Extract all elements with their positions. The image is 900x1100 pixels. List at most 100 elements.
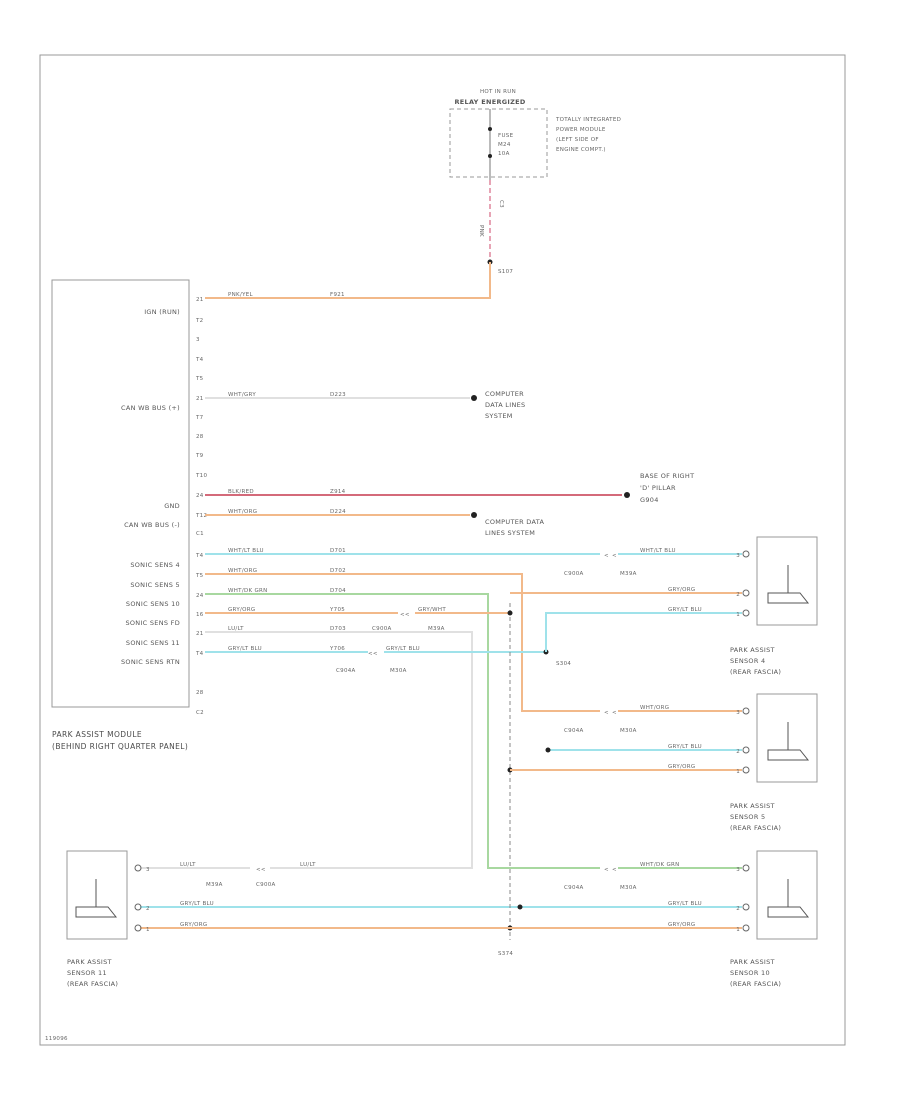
sensor-5-pin-3-label: 3 (736, 710, 740, 716)
sfd-circuit: Y705 (329, 607, 345, 613)
pin-8: 28 (196, 434, 204, 440)
sensor-4-pin-3-label: 3 (736, 553, 740, 559)
sensor-5-pin-3 (742, 707, 750, 715)
pin-19: 28 (196, 690, 204, 696)
tipm-label-3: (LEFT SIDE OF (556, 137, 599, 143)
pin-18: T4 (195, 651, 204, 657)
sensor-5-label-1: PARK ASSIST (730, 802, 775, 810)
s11-color-code: LU/LT (228, 626, 244, 632)
sensor-5-pin-2 (742, 746, 750, 754)
s5-wire-a (205, 573, 600, 712)
sensor-4-label-3: (REAR FASCIA) (730, 668, 781, 676)
splice-s304: S304 (556, 661, 571, 667)
sensor-11-pin-1-label: 1 (146, 927, 150, 933)
sensor-10-label-2: SENSOR 10 (730, 969, 770, 977)
ign-color-code: PNK/YEL (228, 292, 254, 298)
pin-14: T5 (195, 573, 204, 579)
sensor-11-label-3: (REAR FASCIA) (67, 980, 118, 988)
sensor-4-pin-2-label: 2 (736, 592, 740, 598)
gry-org-bottom-label-1: GRY/ORG (180, 922, 207, 928)
can-plus-dest-1: COMPUTER (485, 390, 524, 398)
sensor-10-pin-2 (742, 903, 750, 911)
s10-connector-glyph-2: < (612, 867, 617, 873)
power-connector: C3 (498, 200, 504, 208)
sensor-11-label-2: SENSOR 11 (67, 969, 107, 977)
sensor-10-label-3: (REAR FASCIA) (730, 980, 781, 988)
label-sonic-4: SONIC SENS 4 (130, 561, 180, 569)
sensor-4-symbol (767, 565, 810, 604)
pin-2: T2 (195, 318, 203, 324)
gry-org-s5-label: GRY/ORG (668, 764, 695, 770)
sensor-4-label-2: SENSOR 4 (730, 657, 765, 665)
s11-circuit: D703 (330, 626, 346, 632)
can-plus-dest-2: DATA LINES (485, 401, 525, 409)
s4-wire-label: WHT/LT BLU (640, 548, 676, 554)
s10-connector-glyph: < (604, 867, 609, 873)
module-location: (BEHIND RIGHT QUARTER PANEL) (52, 742, 188, 751)
sensor-11-box (66, 850, 128, 940)
module-name: PARK ASSIST MODULE (52, 730, 142, 739)
power-header-2: RELAY ENERGIZED (454, 98, 525, 106)
tipm-box (449, 108, 548, 178)
s11-wire-a (205, 631, 473, 869)
rtn-circuit: Y706 (329, 646, 345, 652)
conn-m30a-b: M30A (620, 885, 637, 891)
sensor-5-pin-1 (742, 766, 750, 774)
pin-17: 21 (196, 631, 204, 637)
s10-circuit: D704 (330, 588, 346, 594)
sensor-10-box (756, 850, 818, 940)
sensor-11-symbol (75, 879, 118, 918)
label-sonic-10: SONIC SENS 10 (126, 600, 180, 608)
can-minus-arrow (471, 512, 477, 518)
sensor-4: 3 2 1 PARK ASSIST SENSOR 4 (REAR FASCIA) (730, 536, 818, 676)
sensor-10: 3 2 1 PARK ASSIST SENSOR 10 (REAR FASCIA… (730, 850, 818, 988)
fuse-id: M24 (498, 142, 511, 148)
label-can-minus: CAN WB BUS (-) (124, 521, 180, 529)
conn-m30a-rtn: M30A (390, 668, 407, 674)
sensor-4-label-1: PARK ASSIST (730, 646, 775, 654)
s10-color-code: WHT/DK GRN (228, 588, 268, 594)
s4-connector-glyph: < (604, 553, 609, 559)
conn-c904a: C904A (564, 728, 584, 734)
s5-circuit: D702 (330, 568, 346, 574)
can-plus-color-code: WHT/GRY (228, 392, 256, 398)
gnd-dest-2: 'D' PILLAR (640, 484, 676, 492)
pin-1: 21 (196, 297, 204, 303)
sensor-10-pin-1-label: 1 (736, 927, 740, 933)
fuse-rating: 10A (498, 151, 510, 157)
sensor-5-label-3: (REAR FASCIA) (730, 824, 781, 832)
rtn-s5-label: GRY/LT BLU (668, 744, 702, 750)
fuse-node-bottom (488, 154, 492, 158)
s5-connector-glyph-2: < (612, 710, 617, 716)
conn-m30a: M30A (620, 728, 637, 734)
sensor-4-pin-1 (742, 609, 750, 617)
s11-connector-glyph: << (256, 867, 266, 873)
pin-6: 21 (196, 396, 204, 402)
sensor-11-pin-2-label: 2 (146, 906, 150, 912)
conn-c900a: C900A (564, 571, 584, 577)
sensor-5: 3 2 1 PARK ASSIST SENSOR 5 (REAR FASCIA) (730, 693, 818, 832)
label-sonic-11: SONIC SENS 11 (126, 639, 180, 647)
fuse-node-top (488, 127, 492, 131)
can-minus-circuit: D224 (330, 509, 346, 515)
diagram-id: 119096 (45, 1036, 68, 1042)
pin-11: 24 (196, 493, 204, 499)
s4-connector-glyph-2: < (612, 553, 617, 559)
label-sonic-rtn: SONIC SENS RTN (121, 658, 180, 666)
sfd-wire-label: GRY/WHT (418, 607, 446, 613)
rtn-s4-label: GRY/LT BLU (668, 607, 702, 613)
conn-c904a-rtn: C904A (336, 668, 356, 674)
s4-circuit: D701 (330, 548, 346, 554)
can-minus-dest-1: COMPUTER DATA (485, 518, 544, 526)
can-plus-arrow (471, 395, 477, 401)
gnd-circuit: Z914 (330, 489, 346, 495)
power-wire-color: PNK (478, 225, 484, 237)
can-minus-dest-2: LINES SYSTEM (485, 529, 535, 537)
conn-m39a-2: M39A (428, 626, 445, 632)
pin-4: T4 (195, 357, 204, 363)
s10-wire-label: WHT/DK GRN (640, 862, 680, 868)
rtn-s5-dot (545, 747, 551, 753)
gry-org-s4-label: GRY/ORG (668, 587, 695, 593)
fuse-label: FUSE (498, 133, 514, 139)
